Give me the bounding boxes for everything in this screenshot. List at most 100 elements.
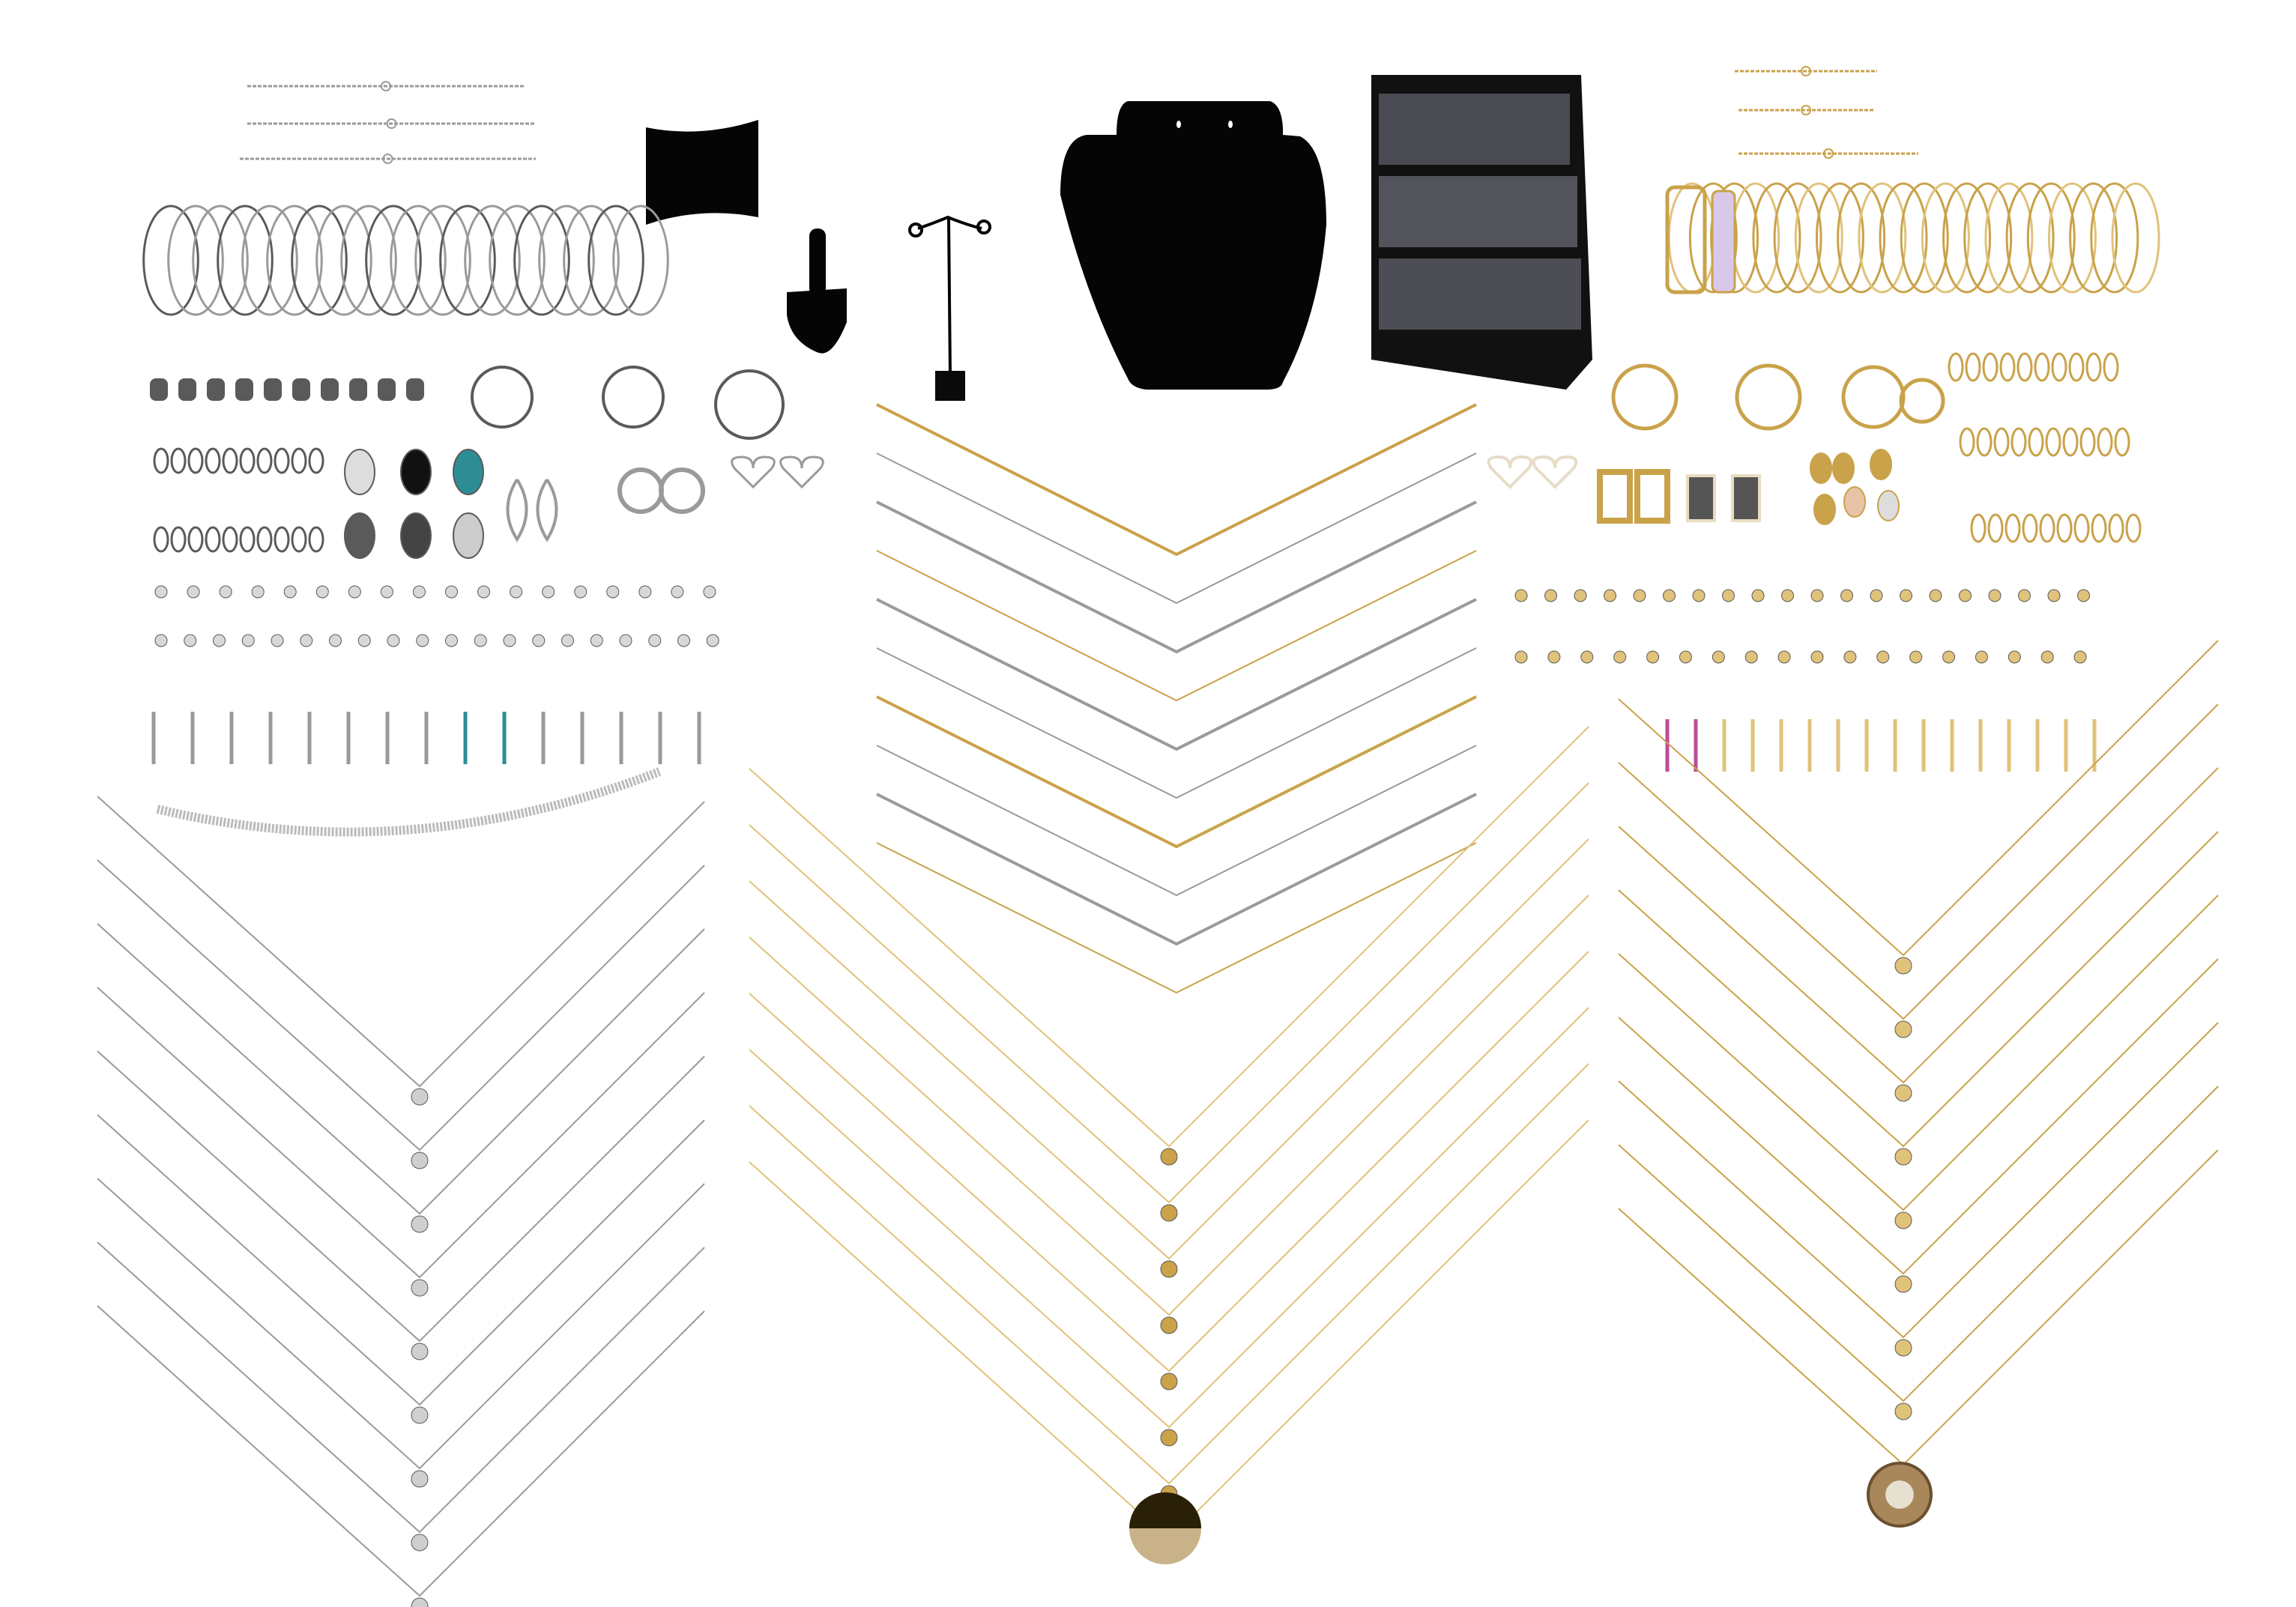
stud-earring — [271, 634, 284, 647]
bangle — [464, 205, 521, 316]
stud-earring — [2077, 589, 2090, 602]
featured-pendant-top — [1129, 1492, 1201, 1528]
stud-earring — [1679, 650, 1692, 664]
gold-jewelry-group — [1487, 66, 2219, 1528]
stud-earring — [187, 585, 200, 599]
stud-earring — [1692, 589, 1706, 602]
bangle — [167, 205, 224, 316]
pendant — [1894, 957, 1912, 975]
necklace — [97, 1241, 705, 1534]
stud-earring — [219, 585, 232, 599]
stacking-ring — [1976, 427, 1993, 457]
stud-earring — [1810, 650, 1824, 664]
stud-earring — [561, 634, 574, 647]
stud-earring — [1810, 589, 1824, 602]
bangle — [1794, 182, 1843, 294]
pendant — [411, 1151, 429, 1169]
bangle — [365, 205, 422, 316]
bangle — [513, 205, 570, 316]
stacking-ring — [2103, 352, 2119, 382]
bangle — [414, 205, 471, 316]
necklace — [1618, 703, 2219, 1020]
stud-earring — [574, 585, 587, 599]
rhinestone-choker — [156, 767, 662, 837]
pendant — [1160, 1429, 1178, 1447]
stud-earring — [648, 634, 662, 647]
ring — [170, 447, 187, 474]
ring — [308, 447, 324, 474]
statement-ring — [1877, 490, 1900, 521]
ring — [264, 378, 282, 401]
necklace — [749, 838, 1589, 1260]
stud-earring — [606, 585, 620, 599]
hoop-earring — [1611, 363, 1679, 431]
stud-earring — [532, 634, 546, 647]
bracelet-pillow — [646, 120, 758, 225]
necklace — [1618, 640, 2219, 957]
teardrop-earring — [506, 478, 528, 542]
necklace — [97, 1114, 705, 1406]
stacking-ring — [2022, 513, 2038, 543]
bangle — [489, 205, 546, 316]
ring — [274, 526, 290, 553]
necklace — [97, 923, 705, 1215]
necklace — [749, 1063, 1589, 1485]
stud-earring — [154, 585, 168, 599]
stud-earring — [1843, 650, 1857, 664]
stud-earring — [1580, 650, 1594, 664]
stud-earring — [2040, 650, 2054, 664]
square-gold-earring — [1597, 469, 1633, 524]
ring — [239, 526, 256, 553]
bangle — [1688, 182, 1738, 294]
ring — [321, 378, 339, 401]
ring — [406, 378, 424, 401]
pendant — [1160, 1204, 1178, 1222]
bangle — [142, 205, 199, 316]
stud-earring — [184, 634, 197, 647]
ring — [274, 447, 290, 474]
stud-earring — [474, 634, 487, 647]
choker-necklace — [876, 598, 1477, 751]
necklace — [1618, 958, 2219, 1275]
pendant — [1894, 1275, 1912, 1293]
bangle — [2090, 182, 2139, 294]
stud-earring — [1975, 650, 1988, 664]
ring — [153, 447, 169, 474]
ring — [256, 447, 273, 474]
necklace-bust — [1060, 101, 1326, 390]
ring — [235, 378, 253, 401]
stacking-ring — [1987, 513, 2004, 543]
statement-ring — [453, 512, 484, 559]
teardrop-earring — [536, 478, 558, 542]
statement-ring — [400, 449, 432, 495]
stud-earring — [1514, 589, 1528, 602]
necklace — [1618, 1086, 2219, 1402]
stacking-ring — [2125, 513, 2142, 543]
cuff-bracelet — [1665, 185, 1707, 294]
ring — [187, 526, 204, 553]
pendant — [411, 1534, 429, 1552]
choker-necklace — [876, 453, 1477, 605]
center-necklace-group — [749, 403, 1589, 1564]
stud-earring — [445, 634, 458, 647]
pendant — [1894, 1148, 1912, 1166]
stacking-ring — [2073, 513, 2090, 543]
bangle — [2111, 182, 2160, 294]
stacking-ring — [2039, 513, 2055, 543]
bangle — [291, 205, 348, 316]
stud-earring — [1604, 589, 1616, 602]
choker-necklace — [876, 793, 1477, 946]
roll-up-jewelry-pouch — [1371, 75, 1592, 390]
crystal-bracelet — [1711, 190, 1736, 294]
ring — [153, 526, 169, 553]
bangle — [217, 205, 274, 316]
pendant — [1160, 1260, 1178, 1278]
stud-earring — [1876, 650, 1890, 664]
stacking-ring — [2056, 513, 2073, 543]
stud-earring — [283, 585, 297, 599]
ring — [291, 526, 307, 553]
stud-earring — [241, 634, 255, 647]
necklace — [749, 1007, 1589, 1429]
rectangle-stone-earring — [1731, 474, 1761, 522]
stud-earring — [1929, 589, 1942, 602]
